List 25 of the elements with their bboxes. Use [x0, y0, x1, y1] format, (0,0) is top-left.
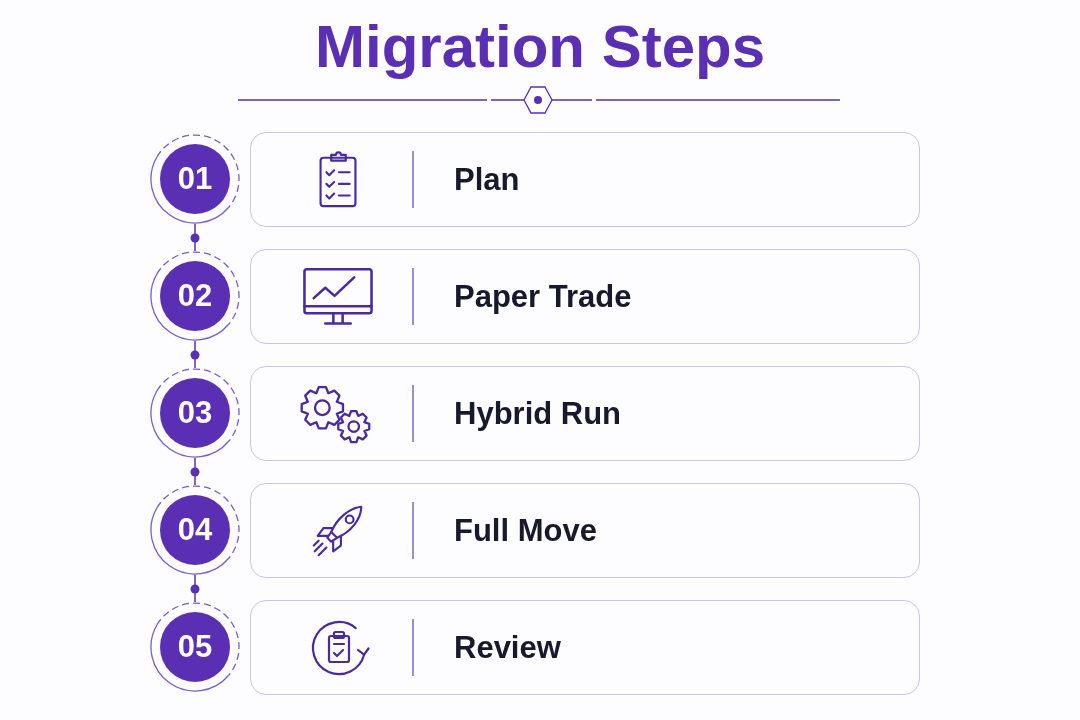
- step-card: [250, 132, 920, 227]
- step-circle: [150, 368, 240, 458]
- step-label: Full Move: [454, 512, 597, 549]
- step-card: [250, 600, 920, 695]
- step-number: 03: [160, 378, 230, 448]
- step-label: Plan: [454, 161, 520, 198]
- step-card: [250, 366, 920, 461]
- step-circle: [150, 134, 240, 224]
- step-circle: [150, 251, 240, 341]
- step-label: Paper Trade: [454, 278, 632, 315]
- step-number: 02: [160, 261, 230, 331]
- step-circle: [150, 602, 240, 692]
- connector-line: [194, 223, 196, 252]
- step-card: [250, 249, 920, 344]
- title: Migration Steps: [315, 14, 765, 80]
- step-circle: [150, 485, 240, 575]
- step-number: 04: [160, 495, 230, 565]
- step-number: 05: [160, 612, 230, 682]
- connector-line: [194, 340, 196, 369]
- connector-line: [194, 457, 196, 486]
- step-label: Review: [454, 629, 561, 666]
- connector-line: [194, 574, 196, 603]
- step-card: [250, 483, 920, 578]
- step-label: Hybrid Run: [454, 395, 622, 432]
- step-number: 01: [160, 144, 230, 214]
